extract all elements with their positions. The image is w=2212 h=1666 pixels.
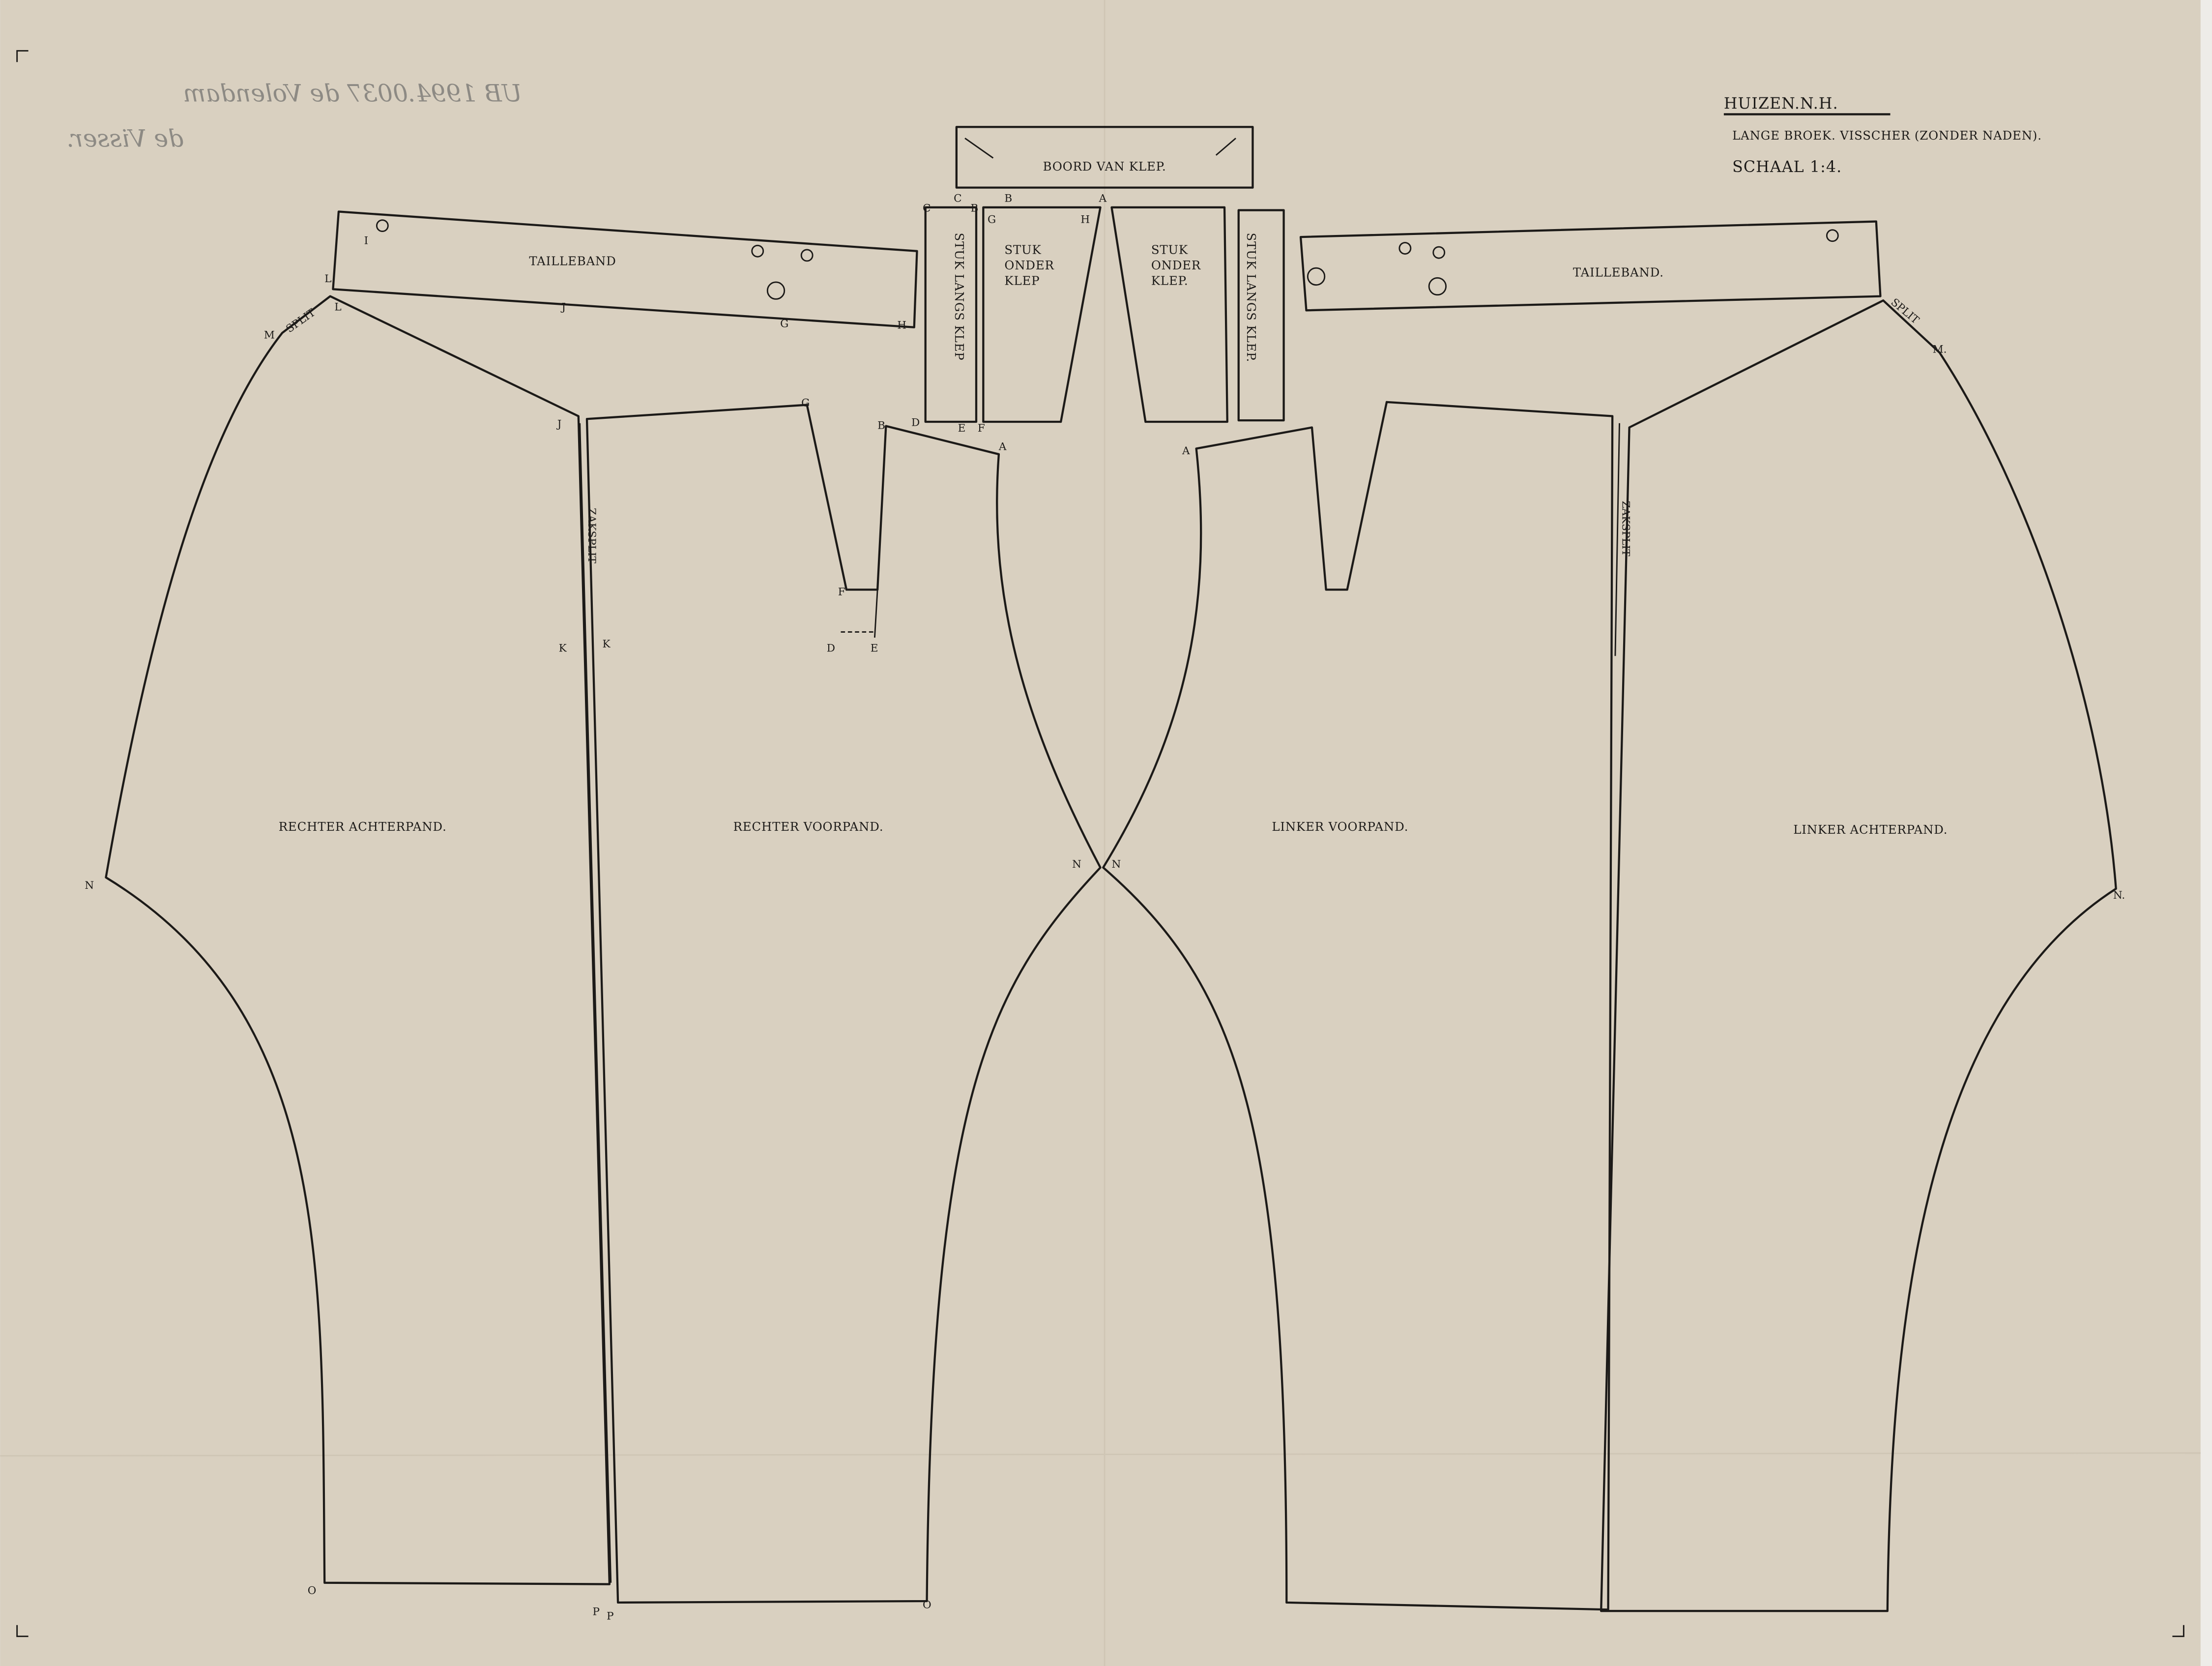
svg-text:STUK LANGS KLEP.: STUK LANGS KLEP. [1244, 233, 1258, 362]
svg-text:C: C [954, 192, 961, 205]
piece-stuk-langs-klep-right: STUK LANGS KLEP. [1237, 209, 1285, 422]
piece-linker-voorpand: A N LINKER VOORPAND. [1102, 401, 1614, 1611]
piece-tailleband-left: TAILLEBAND I J G H L [324, 210, 918, 332]
piece-stuk-onder-klep-right: STUK ONDER KLEP. [1110, 206, 1228, 423]
svg-text:G: G [780, 318, 788, 330]
corner-mark [2172, 1625, 2184, 1637]
svg-text:M.: M. [1933, 343, 1947, 355]
svg-text:A: A [1099, 192, 1107, 205]
svg-text:B: B [877, 419, 885, 432]
svg-text:A: A [998, 440, 1007, 453]
svg-text:UB 1994.0037 de Volendam: UB 1994.0037 de Volendam [183, 80, 522, 108]
svg-text:STUK: STUK [1004, 243, 1041, 257]
svg-text:B: B [971, 202, 979, 214]
svg-text:L: L [324, 273, 331, 285]
svg-text:H: H [897, 320, 906, 332]
svg-text:BOORD VAN KLEP.: BOORD VAN KLEP. [1043, 159, 1166, 174]
svg-text:KLEP: KLEP [1004, 274, 1040, 288]
svg-text:E: E [958, 422, 966, 435]
svg-text:M: M [264, 329, 275, 342]
title-block: HUIZEN.N.H. LANGE BROEK. VISSCHER (ZONDE… [1723, 95, 2042, 176]
title-scale: SCHAAL 1:4. [1732, 158, 1842, 176]
svg-text:ONDER: ONDER [1004, 258, 1054, 272]
svg-text:G: G [988, 213, 996, 226]
piece-rechter-achterpand: SPLIT M L J K N O P RECHTER ACHTERPAND. [85, 295, 611, 1618]
svg-text:LINKER ACHTERPAND.: LINKER ACHTERPAND. [1793, 822, 1948, 837]
pencil-annotation: UB 1994.0037 de Volendam de Visser. [66, 80, 522, 153]
svg-text:A: A [1182, 445, 1190, 457]
svg-text:P: P [592, 1606, 599, 1618]
svg-text:N: N [1072, 858, 1081, 871]
svg-text:K: K [559, 643, 567, 655]
svg-text:STUK LANGS KLEP: STUK LANGS KLEP [952, 233, 966, 360]
svg-text:K: K [603, 638, 611, 650]
svg-text:J: J [560, 301, 566, 313]
svg-text:N.: N. [2113, 889, 2125, 902]
svg-text:ZAKSPLIT: ZAKSPLIT [585, 508, 598, 564]
piece-linker-achterpand: ZAKSPLIT SPLIT M. N. LINKER ACHTERPAND. [1600, 296, 2125, 1612]
svg-text:N: N [85, 879, 94, 892]
svg-text:LINKER VOORPAND.: LINKER VOORPAND. [1272, 819, 1408, 834]
svg-text:RECHTER VOORPAND.: RECHTER VOORPAND. [733, 819, 884, 834]
svg-text:D: D [827, 643, 835, 655]
svg-text:F: F [978, 422, 985, 435]
piece-boord-van-klep: BOORD VAN KLEP. B A C [954, 126, 1254, 205]
svg-text:L: L [334, 301, 341, 313]
piece-rechter-voorpand: ZAKSPLIT G B A F D E K N O P RECHTER VOO… [579, 397, 1102, 1622]
title-description: LANGE BROEK. VISSCHER (ZONDER NADEN). [1732, 128, 2042, 143]
fold-line [0, 1452, 2201, 1457]
scan-margin [2200, 0, 2212, 1666]
svg-text:TAILLEBAND: TAILLEBAND [529, 254, 616, 268]
svg-text:N: N [1111, 858, 1121, 871]
title-place: HUIZEN.N.H. [1724, 95, 1838, 113]
svg-text:ZAKSPLIT: ZAKSPLIT [1619, 501, 1631, 557]
svg-text:C: C [923, 202, 931, 214]
svg-text:E: E [871, 643, 878, 655]
piece-tailleband-right: TAILLEBAND. [1299, 220, 1882, 312]
svg-text:H: H [1080, 213, 1090, 226]
svg-text:RECHTER ACHTERPAND.: RECHTER ACHTERPAND. [279, 819, 447, 834]
piece-stuk-onder-klep-left: G H STUK ONDER KLEP [982, 206, 1102, 423]
svg-text:TAILLEBAND.: TAILLEBAND. [1573, 265, 1664, 279]
svg-text:B: B [1004, 192, 1012, 205]
svg-text:STUK: STUK [1151, 243, 1188, 257]
svg-text:D: D [911, 417, 920, 429]
svg-text:O: O [308, 1585, 317, 1597]
svg-text:I: I [364, 234, 369, 247]
svg-text:ONDER: ONDER [1151, 258, 1201, 272]
corner-mark [16, 50, 29, 62]
svg-text:G: G [801, 397, 810, 409]
svg-text:de Visser.: de Visser. [66, 124, 183, 152]
svg-text:F: F [838, 586, 845, 598]
corner-mark [16, 1625, 29, 1637]
svg-text:P: P [607, 1610, 613, 1622]
piece-stuk-langs-klep-left: STUK LANGS KLEP C B D E F [911, 202, 985, 435]
svg-text:O: O [923, 1599, 931, 1611]
svg-text:KLEP.: KLEP. [1151, 274, 1189, 288]
svg-text:J: J [556, 418, 562, 430]
